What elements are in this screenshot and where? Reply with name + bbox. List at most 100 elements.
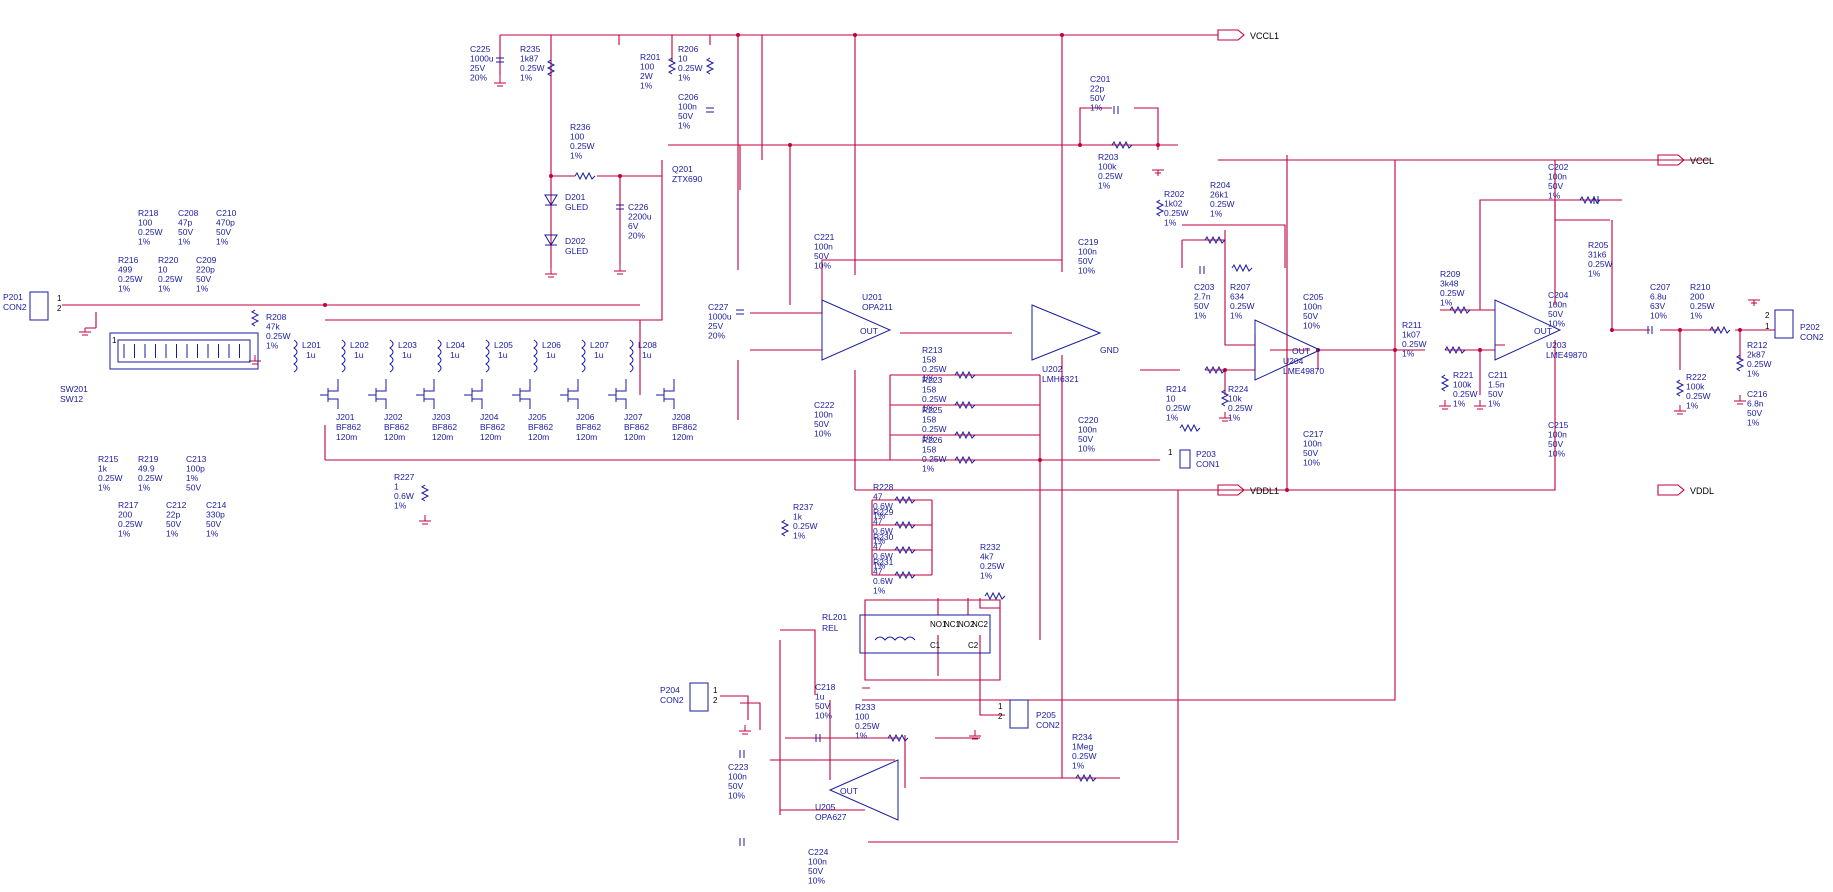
net-label-vddl1: VDDL1 xyxy=(1250,486,1279,496)
d201-value: GLED xyxy=(565,202,588,212)
r221-label-line-1: R221 xyxy=(1453,370,1474,380)
r212-label-line-4: 1% xyxy=(1747,369,1760,379)
c224-label-line-4: 10% xyxy=(808,876,825,886)
r226-label-line-3: 0.25W xyxy=(922,454,947,464)
r205-label-line-3: 0.25W xyxy=(1588,259,1613,269)
c221-label-line-3: 50V xyxy=(814,251,829,261)
p201-pin2: 2 xyxy=(57,304,62,313)
r205-label-line-4: 1% xyxy=(1588,269,1601,279)
r216-label-line-1: R216 xyxy=(118,255,139,265)
inductor-6-value: 1u xyxy=(546,350,556,360)
r202-label-line-4: 1% xyxy=(1164,218,1177,228)
u201-ref: U201 xyxy=(862,292,883,302)
c210-label-line-4: 1% xyxy=(216,237,229,247)
r223-label-line-1: R223 xyxy=(922,375,943,385)
r228-label-line-3: 0.6W xyxy=(873,501,893,511)
opamp-symbols xyxy=(821,299,1562,821)
ground-symbols xyxy=(79,75,1760,740)
c204-label-line-1: C204 xyxy=(1548,290,1569,300)
r203-label-line-1: R203 xyxy=(1098,152,1119,162)
r213-label-line-1: R213 xyxy=(922,345,943,355)
r227-label-line-3: 0.6W xyxy=(394,491,414,501)
c221-label-line-2: 100n xyxy=(814,242,833,252)
c217-label-line-4: 10% xyxy=(1303,458,1320,468)
r216-label-line-4: 1% xyxy=(118,284,131,294)
jfet-5-ref: J205 xyxy=(528,412,547,422)
r228-label-line-4: 1% xyxy=(873,511,886,521)
c202-label-line-4: 1% xyxy=(1548,191,1561,201)
c216-label-line-4: 1% xyxy=(1747,418,1760,428)
net-label-vccl: VCCL xyxy=(1690,156,1714,166)
r231-label-line-2: 47 xyxy=(873,567,883,577)
c205-label-line-3: 50V xyxy=(1303,311,1318,321)
r216-label-line-3: 0.25W xyxy=(118,274,143,284)
c213-label-line-3: 1% xyxy=(186,473,199,483)
r230-label-line-4: 1% xyxy=(873,561,886,571)
r204-label-line-1: R204 xyxy=(1210,180,1231,190)
jfet-2-value: BF862 xyxy=(384,422,409,432)
c212-label-line-2: 22p xyxy=(166,510,180,520)
r206-label-line-4: 1% xyxy=(678,73,691,83)
c226-label-line-2: 2200u xyxy=(628,212,652,222)
rl201-ref: RL201 xyxy=(822,612,847,622)
c211-label-line-2: 1.5n xyxy=(1488,380,1505,390)
jfet-3-rdson: 120m xyxy=(432,432,453,442)
sw201-pin1: 1 xyxy=(112,336,117,345)
r237-label-line-2: 1k xyxy=(793,512,803,522)
r231-label-line-4: 1% xyxy=(873,586,886,596)
p202-pin1: 1 xyxy=(1765,322,1770,331)
r230-label-line-1: R230 xyxy=(873,532,894,542)
r219-label-line-2: 49.9 xyxy=(138,464,155,474)
r225-label-line-3: 0.25W xyxy=(922,424,947,434)
u201-out: OUT xyxy=(860,326,878,336)
p204-pin1: 1 xyxy=(713,686,718,695)
inductor-5-value: 1u xyxy=(498,350,508,360)
r207-label-line-1: R207 xyxy=(1230,282,1251,292)
jfet-6-icon xyxy=(560,379,579,409)
c206-label-line-1: C206 xyxy=(678,92,699,102)
c211-label-line-1: C211 xyxy=(1488,370,1508,380)
r210-label-line-1: R210 xyxy=(1690,282,1711,292)
c226-label-line-1: C226 xyxy=(628,202,649,212)
r223-label-line-2: 158 xyxy=(922,385,936,395)
p201-body xyxy=(29,291,49,321)
r222-label-line-2: 100k xyxy=(1686,382,1705,392)
schematic-labels: VCCL1 VCCL VDDL1 VDDL P201 CON2 1 2 P202… xyxy=(3,31,1824,886)
sw201-value: SW12 xyxy=(60,394,83,404)
c209-label-line-4: 1% xyxy=(196,284,209,294)
r237-label-line-1: R237 xyxy=(793,502,814,512)
c202-label-line-1: C202 xyxy=(1548,162,1569,172)
r217-label-line-4: 1% xyxy=(118,529,131,539)
relay-coil-icon xyxy=(874,636,916,641)
r210-label-line-4: 1% xyxy=(1690,311,1703,321)
q201-value: ZTX690 xyxy=(672,174,703,184)
inductor-8-icon xyxy=(629,339,634,373)
r225-label-line-1: R225 xyxy=(922,405,943,415)
r222-label-line-1: R222 xyxy=(1686,372,1707,382)
r201-label-line-3: 2W xyxy=(640,71,653,81)
c217-label-line-1: C217 xyxy=(1303,429,1324,439)
r212-label-line-3: 0.25W xyxy=(1747,359,1772,369)
r234-label-line-2: 1Meg xyxy=(1072,742,1094,752)
u202-symbol xyxy=(1031,304,1102,361)
r234-label-line-1: R234 xyxy=(1072,732,1093,742)
r226-label-line-2: 158 xyxy=(922,445,936,455)
r214-label-line-4: 1% xyxy=(1166,413,1179,423)
r219-label-line-4: 1% xyxy=(138,483,151,493)
c201-label-line-1: C201 xyxy=(1090,74,1111,84)
c217-label-line-2: 100n xyxy=(1303,439,1322,449)
c215-label-line-2: 100n xyxy=(1548,430,1567,440)
c205-label-line-4: 10% xyxy=(1303,321,1320,331)
r232-label-line-2: 4k7 xyxy=(980,552,994,562)
c210-label-line-2: 470p xyxy=(216,218,235,228)
r215-label-line-3: 0.25W xyxy=(98,473,123,483)
r206-label-line-2: 10 xyxy=(678,54,688,64)
c214-label-line-2: 330p xyxy=(206,510,225,520)
jfet-3-value: BF862 xyxy=(432,422,457,432)
inductor-6-ref: L206 xyxy=(542,340,561,350)
c221-label-line-4: 10% xyxy=(814,261,831,271)
r219-label-line-3: 0.25W xyxy=(138,473,163,483)
r209-label-line-4: 1% xyxy=(1440,298,1453,308)
c209-label-line-3: 50V xyxy=(196,274,211,284)
